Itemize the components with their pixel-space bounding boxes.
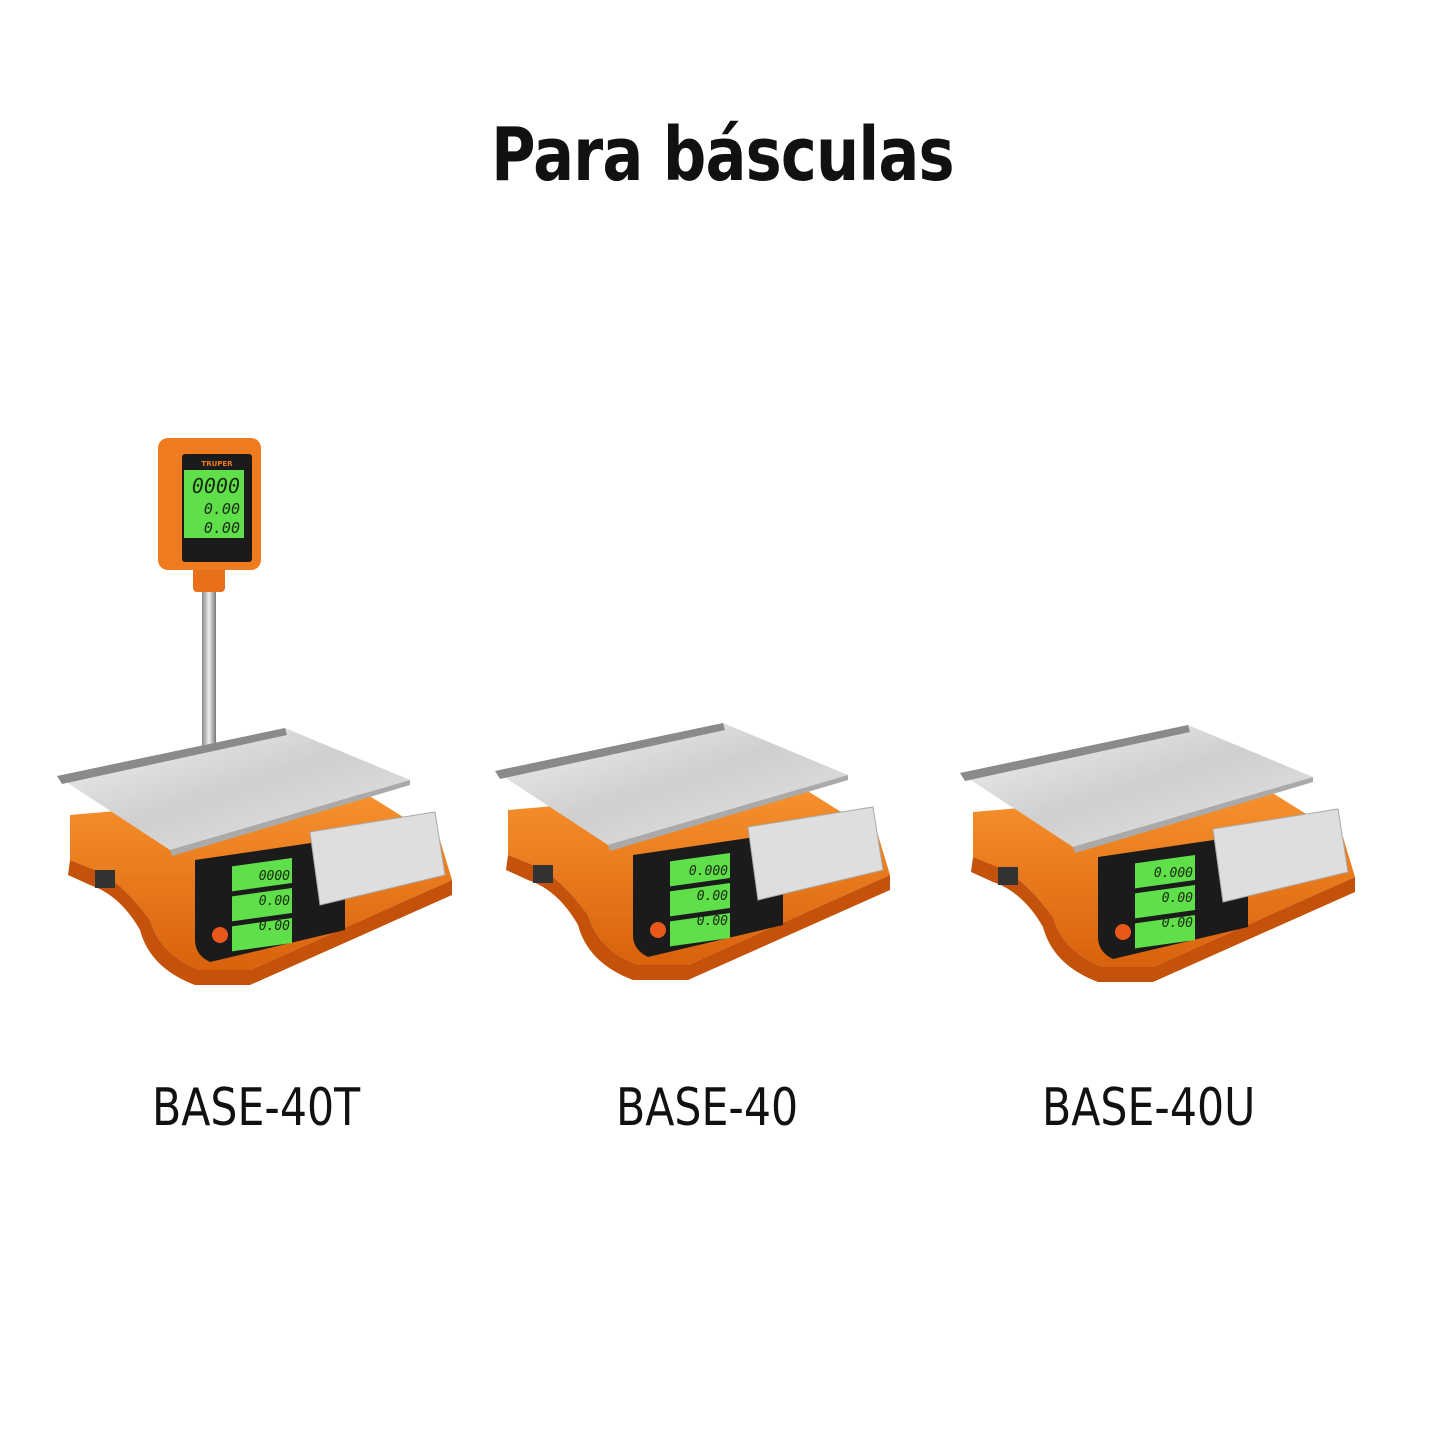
lcd-line-1: 0.000 bbox=[1154, 866, 1193, 881]
model-label-base-40u: BASE-40U bbox=[1042, 1078, 1256, 1138]
lcd-line-3: 0.00 bbox=[697, 914, 728, 929]
tower-lcd-line-2: 0.00 bbox=[204, 500, 240, 518]
model-label-base-40t: BASE-40T bbox=[152, 1078, 361, 1138]
lcd-line-3: 0.00 bbox=[1162, 916, 1193, 931]
page-title: Para básculas bbox=[491, 112, 954, 198]
lcd-line-1: 0000 bbox=[259, 869, 290, 884]
lcd-line-3: 0.00 bbox=[259, 919, 290, 934]
truper-logo: TRUPER bbox=[201, 460, 233, 468]
lcd-line-2: 0.00 bbox=[697, 889, 728, 904]
lcd-line-2: 0.00 bbox=[1162, 891, 1193, 906]
model-label-base-40: BASE-40 bbox=[616, 1078, 799, 1138]
tower-lcd-line-3: 0.00 bbox=[204, 519, 240, 537]
lcd-line-1: 0.000 bbox=[689, 864, 728, 879]
tower-pole bbox=[202, 570, 216, 750]
tower-lcd-line-1: 0000 bbox=[192, 474, 240, 498]
lcd-line-2: 0.00 bbox=[259, 894, 290, 909]
scale-base-40: 0.000 0.00 0.00 bbox=[494, 722, 891, 981]
tower-lcd bbox=[184, 470, 244, 538]
scale-base-40u: 0.000 0.00 0.00 bbox=[959, 724, 1356, 983]
scale-base-40t: TRUPER 0000 0.00 0.00 0000 0.00 0.00 bbox=[56, 438, 453, 986]
